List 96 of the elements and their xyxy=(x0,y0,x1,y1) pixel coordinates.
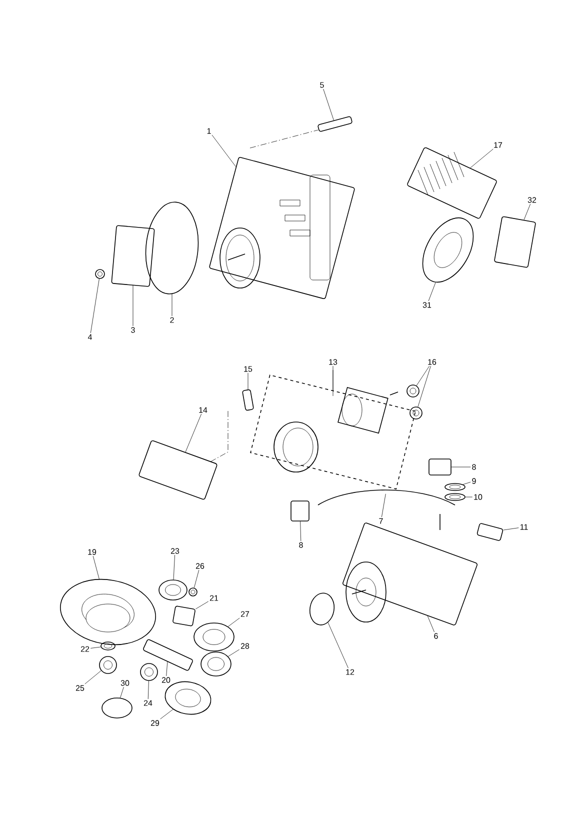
leader-line xyxy=(120,686,124,698)
starter-motor-drawing xyxy=(342,514,478,626)
leader-line xyxy=(132,285,134,326)
callout-number: 32 xyxy=(528,197,536,203)
callout-number: 9 xyxy=(472,478,476,484)
screw-drawing xyxy=(242,389,254,411)
nut-drawing xyxy=(99,656,117,674)
leader-line xyxy=(194,570,200,588)
callout-number: 4 xyxy=(88,334,92,340)
callout-number: 27 xyxy=(240,611,250,617)
callout-number: 10 xyxy=(474,494,482,500)
leader-line xyxy=(90,646,101,648)
callout-number: 3 xyxy=(131,327,135,333)
seal-drawing xyxy=(194,622,234,652)
solenoid-kit-box xyxy=(250,374,416,490)
callout-number: 22 xyxy=(80,646,90,652)
callout-number: 15 xyxy=(244,366,252,372)
callout-number: 31 xyxy=(422,302,432,308)
clip-drawing xyxy=(172,606,196,626)
leader-line xyxy=(465,496,473,498)
nut-drawing xyxy=(140,663,158,681)
callout-number: 17 xyxy=(494,142,502,148)
callout-number: 14 xyxy=(199,407,208,413)
leader-line xyxy=(381,494,386,518)
leader-line xyxy=(323,88,334,120)
washer-drawing xyxy=(188,588,198,596)
brush-drawing xyxy=(143,639,193,671)
washer-drawing xyxy=(100,642,116,650)
o-ring-drawing xyxy=(309,592,335,626)
leader-line xyxy=(427,616,434,632)
leader-line xyxy=(470,148,494,168)
leader-line xyxy=(451,466,471,468)
leader-line xyxy=(332,366,334,391)
callout-number: 13 xyxy=(329,359,338,365)
terminal-cap-drawing xyxy=(428,458,452,476)
alternator-drawing xyxy=(209,156,355,300)
callout-number: 21 xyxy=(210,595,218,601)
nut-drawing xyxy=(406,384,420,398)
callout-number: 6 xyxy=(434,633,438,639)
terminal-cap-drawing xyxy=(290,500,310,522)
leader-line xyxy=(228,649,240,657)
bolt-drawing xyxy=(476,523,504,541)
callout-number: 1 xyxy=(207,128,211,134)
callout-number: 11 xyxy=(520,524,528,530)
leader-line xyxy=(84,670,102,684)
circlip-drawing xyxy=(102,698,132,718)
callout-number: 7 xyxy=(379,518,383,524)
leader-line xyxy=(92,556,100,580)
regulator-drawing xyxy=(407,147,497,219)
rectifier-drawing xyxy=(422,218,474,282)
leader-line xyxy=(185,414,202,452)
washer-drawing xyxy=(444,493,466,501)
leader-line xyxy=(416,366,430,386)
nut-drawing xyxy=(410,406,422,420)
brush-plate-drawing xyxy=(60,579,156,645)
callout-number: 23 xyxy=(170,548,180,554)
cable-drawing xyxy=(318,490,456,506)
leader-line xyxy=(160,709,174,720)
callout-number: 26 xyxy=(196,563,204,569)
brush-holder-drawing xyxy=(494,216,536,268)
nut-drawing xyxy=(95,269,105,279)
callout-number: 20 xyxy=(162,677,170,683)
bearing-drawing xyxy=(164,681,212,715)
gasket-ring-drawing xyxy=(145,202,199,294)
callout-number: 28 xyxy=(240,643,250,649)
callout-number: 19 xyxy=(88,549,96,555)
leader-line xyxy=(148,680,149,700)
leader-line xyxy=(173,554,175,580)
callout-number: 16 xyxy=(428,359,436,365)
leader-line xyxy=(418,366,431,408)
seal-drawing xyxy=(158,580,188,600)
callout-number: 25 xyxy=(76,685,84,691)
leader-line xyxy=(524,204,531,220)
leader-line xyxy=(166,662,168,676)
leader-line xyxy=(228,618,240,627)
fan-drawing xyxy=(111,225,155,287)
callout-number: 8 xyxy=(299,542,303,548)
callout-number: 24 xyxy=(144,700,152,706)
leader-line xyxy=(212,134,236,167)
leader-line xyxy=(503,528,519,530)
callout-number: 8 xyxy=(472,464,476,470)
leader-line xyxy=(328,622,348,668)
leader-line xyxy=(90,278,100,334)
leader-line xyxy=(462,482,471,485)
callout-number: 30 xyxy=(120,680,130,686)
callout-number: 12 xyxy=(346,669,354,675)
washer-drawing xyxy=(444,483,466,491)
callout-number: 5 xyxy=(320,82,324,88)
leader-line xyxy=(195,601,209,610)
bearing-drawing xyxy=(200,652,232,676)
leader-line xyxy=(300,521,302,542)
leader-line xyxy=(428,282,436,302)
bracket-drawing xyxy=(138,440,218,500)
callout-number: 29 xyxy=(150,720,160,726)
callout-number: 2 xyxy=(170,317,174,323)
bolt-drawing xyxy=(318,116,352,132)
